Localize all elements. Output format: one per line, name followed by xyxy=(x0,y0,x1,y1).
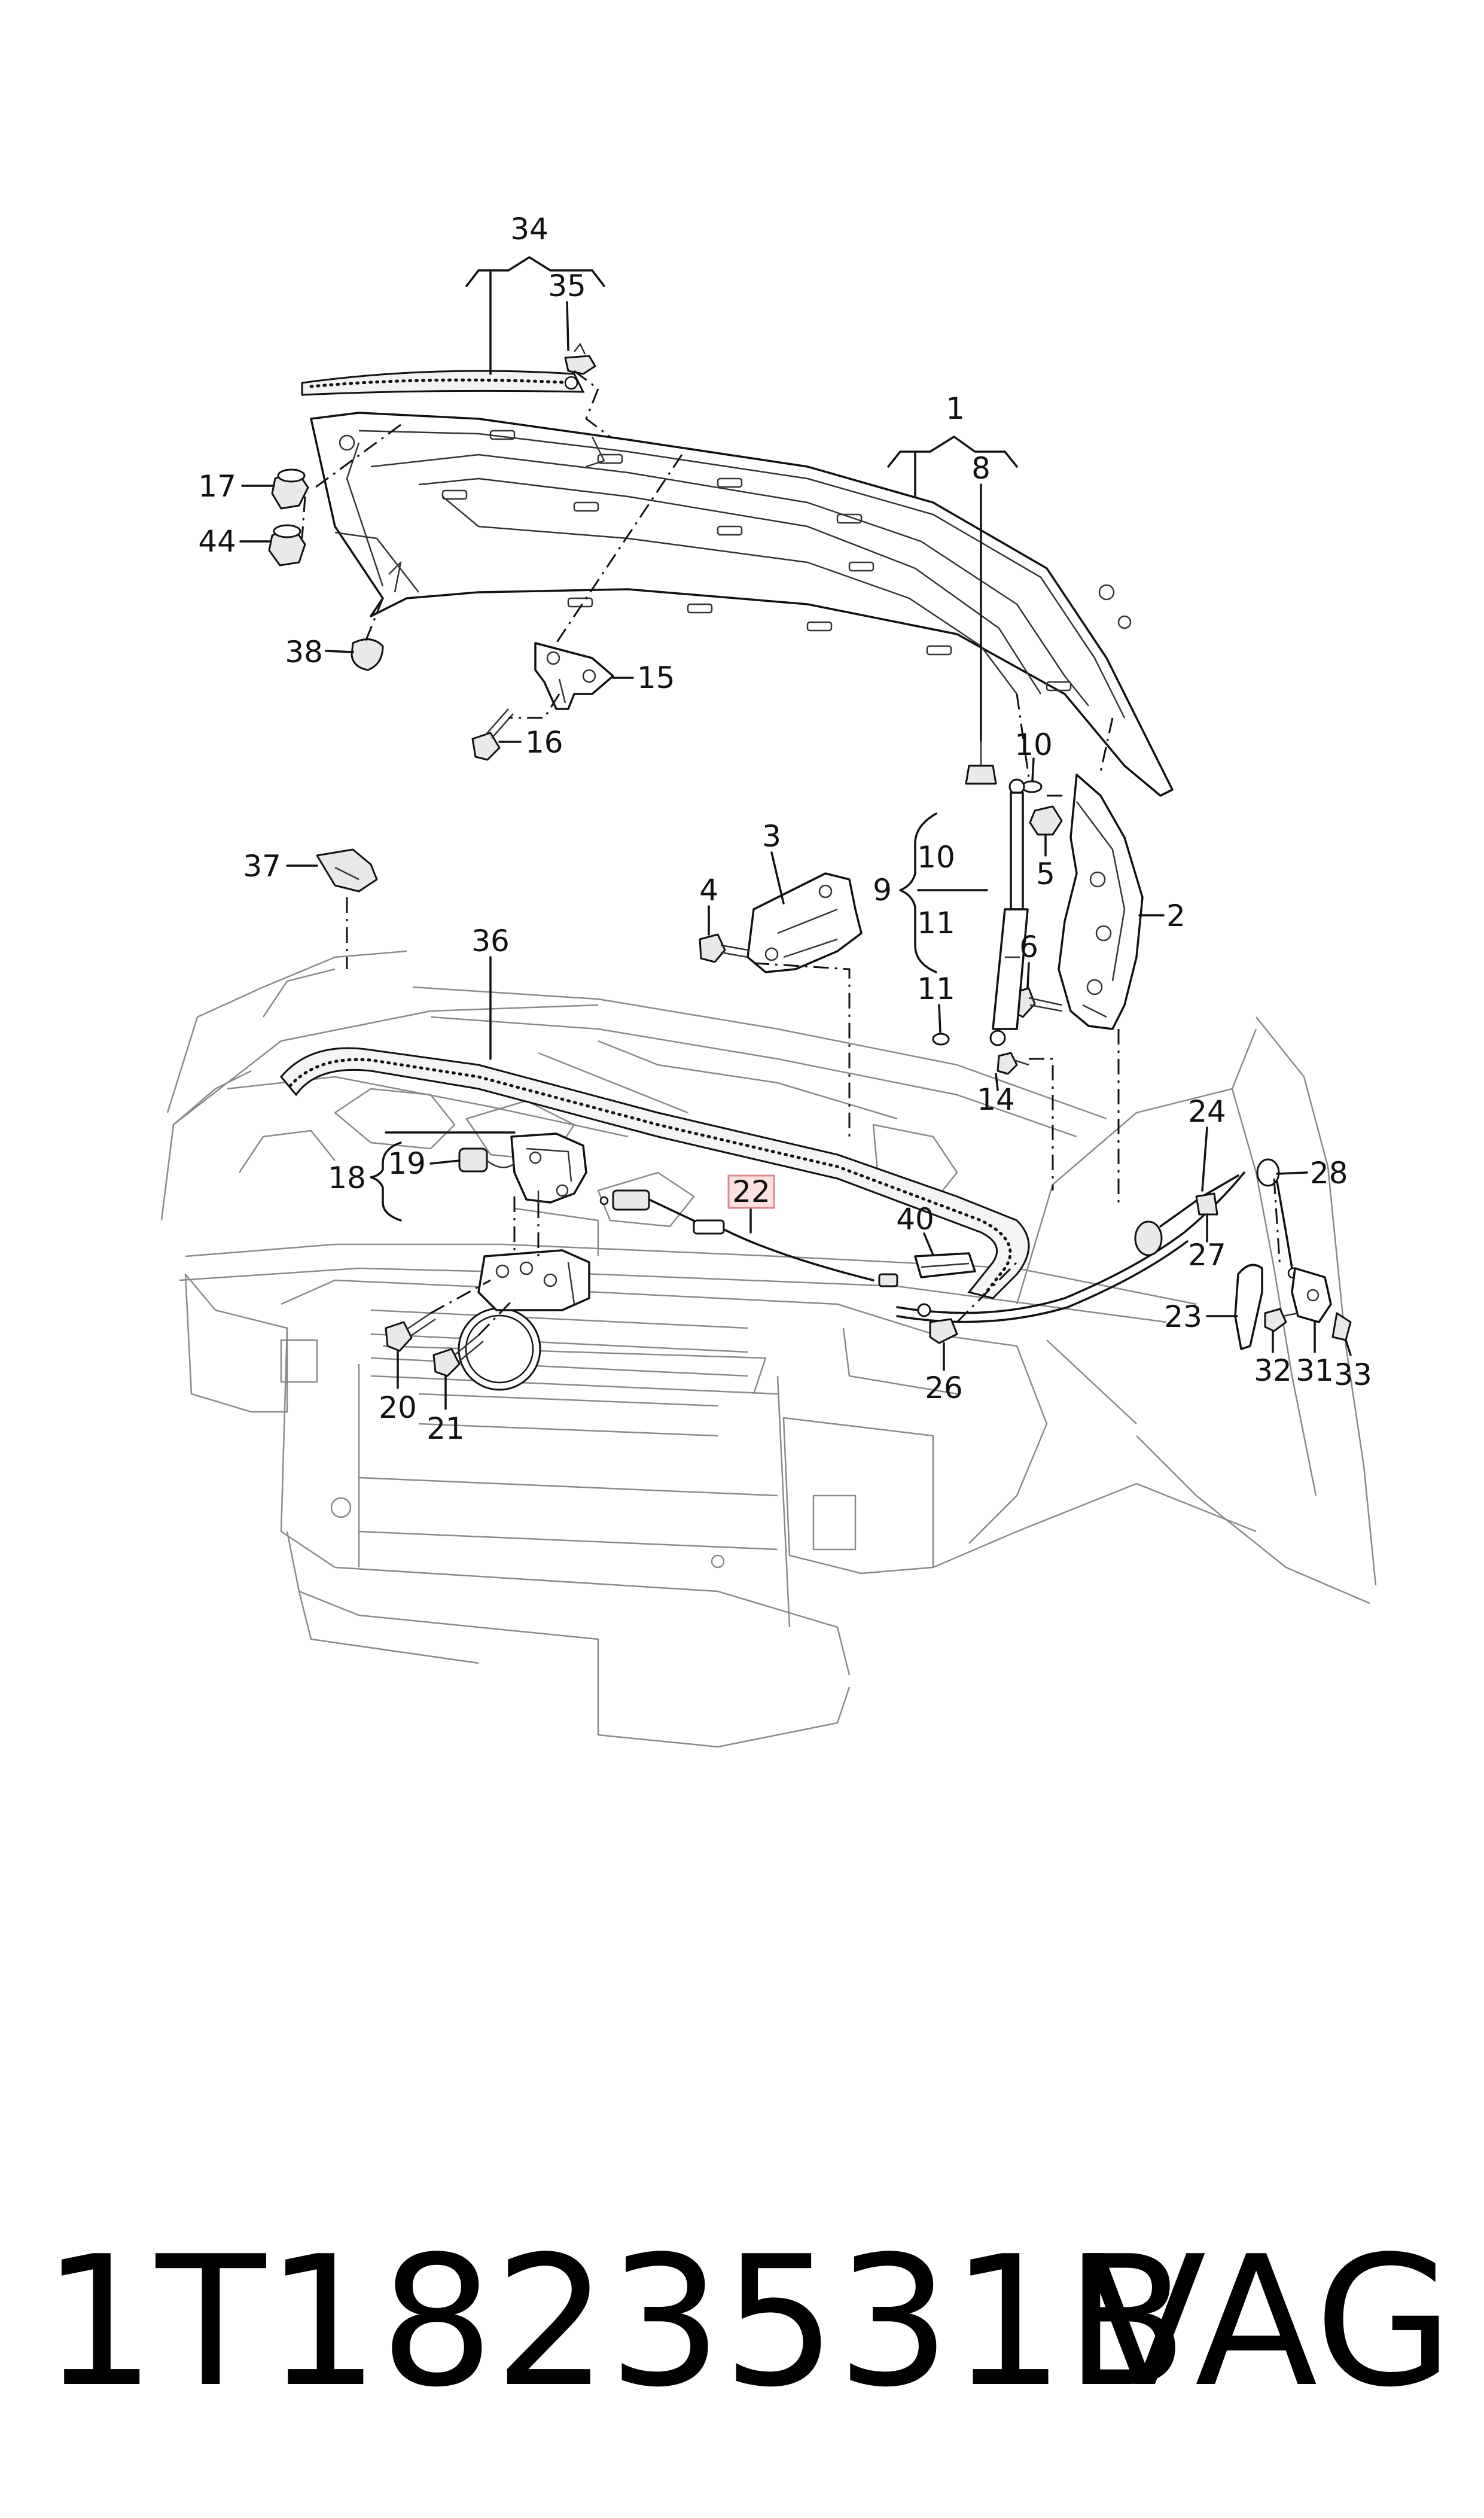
callout-21: 21 xyxy=(426,1411,465,1446)
callout-15: 15 xyxy=(637,660,675,695)
clip-27 xyxy=(1195,1192,1218,1216)
bolt-20 xyxy=(385,1312,436,1352)
callout-8: 8 xyxy=(971,451,991,486)
bolt-8 xyxy=(965,742,997,785)
callout-33: 33 xyxy=(1334,1357,1372,1392)
vehicle-body-outline xyxy=(160,950,1377,1748)
buffer-44 xyxy=(268,524,306,567)
callout-34: 34 xyxy=(510,212,548,246)
callout-16: 16 xyxy=(525,725,563,760)
callout-2: 2 xyxy=(1166,899,1186,933)
callout-36: 36 xyxy=(471,924,510,958)
bay-seal-36 xyxy=(280,1047,1030,1299)
callout-31: 31 xyxy=(1296,1353,1334,1388)
callout-3: 3 xyxy=(762,819,781,854)
callout-28: 28 xyxy=(1310,1156,1348,1191)
bracket-31 xyxy=(1291,1267,1332,1323)
hood-seal-34 xyxy=(301,370,585,396)
bolt-4 xyxy=(699,933,748,963)
footer: 1T1823531B VAG xyxy=(42,2218,1453,2426)
handle-23 xyxy=(1234,1263,1263,1350)
clip-35 xyxy=(564,343,596,375)
nut-10-upper xyxy=(1021,780,1043,793)
bolt-16 xyxy=(471,708,514,761)
brand-name: VAG xyxy=(1084,2218,1453,2426)
gas-strut-9 xyxy=(989,778,1029,1046)
callout-40: 40 xyxy=(896,1202,934,1237)
hood-lock-18 xyxy=(510,1132,587,1205)
hood-panel xyxy=(310,412,1174,797)
callout-labels: 34 35 1 8 17 44 38 15 16 10 5 2 37 3 4 9… xyxy=(198,212,1372,1446)
callout-10-upper: 10 xyxy=(1014,727,1053,762)
clip-33 xyxy=(1331,1312,1352,1341)
release-cable-22 xyxy=(599,1189,898,1287)
callout-22: 22 xyxy=(732,1174,770,1209)
bracket-3 xyxy=(746,872,863,973)
buffer-17 xyxy=(271,468,309,510)
callout-17: 17 xyxy=(198,469,236,504)
bolt-21 xyxy=(432,1335,484,1377)
assembly-lines xyxy=(301,370,1281,1336)
callout-37: 37 xyxy=(243,849,281,884)
callout-4: 4 xyxy=(699,873,718,908)
callout-26: 26 xyxy=(925,1371,963,1405)
callout-20: 20 xyxy=(379,1390,417,1425)
screw-14 xyxy=(997,1052,1029,1075)
emblem-ring xyxy=(458,1307,541,1391)
callout-32: 32 xyxy=(1254,1353,1292,1388)
callout-11-strut: 11 xyxy=(917,906,955,940)
leader-lines xyxy=(239,256,1352,1410)
clip-11 xyxy=(932,1033,950,1046)
clip-38 xyxy=(351,638,384,671)
callout-22-highlight xyxy=(727,1174,775,1209)
callout-44: 44 xyxy=(198,524,236,559)
hood-hinge-2 xyxy=(1058,774,1144,1030)
callout-27: 27 xyxy=(1188,1238,1226,1272)
clip-26 xyxy=(929,1318,958,1344)
part-number: 1T1823531B xyxy=(42,2218,1188,2426)
callout-19: 19 xyxy=(388,1146,426,1181)
callout-24: 24 xyxy=(1188,1094,1226,1129)
lock-carrier xyxy=(477,1249,590,1311)
callout-11-clip: 11 xyxy=(917,972,955,1006)
callout-6: 6 xyxy=(1019,930,1038,964)
nut-5 xyxy=(1029,805,1063,836)
callout-35: 35 xyxy=(548,269,586,303)
lock-bracket-15 xyxy=(534,642,614,710)
callout-10-strut: 10 xyxy=(917,840,955,875)
clip-37 xyxy=(316,848,378,893)
switch-19 xyxy=(458,1147,515,1173)
callout-1: 1 xyxy=(946,391,965,426)
callout-23: 23 xyxy=(1164,1299,1202,1334)
guide-40 xyxy=(914,1252,976,1278)
callout-14: 14 xyxy=(977,1082,1015,1117)
callout-9: 9 xyxy=(873,873,892,908)
callout-38: 38 xyxy=(285,635,323,669)
callout-5: 5 xyxy=(1036,857,1055,891)
screw-32 xyxy=(1264,1308,1299,1332)
callout-18: 18 xyxy=(328,1161,366,1195)
